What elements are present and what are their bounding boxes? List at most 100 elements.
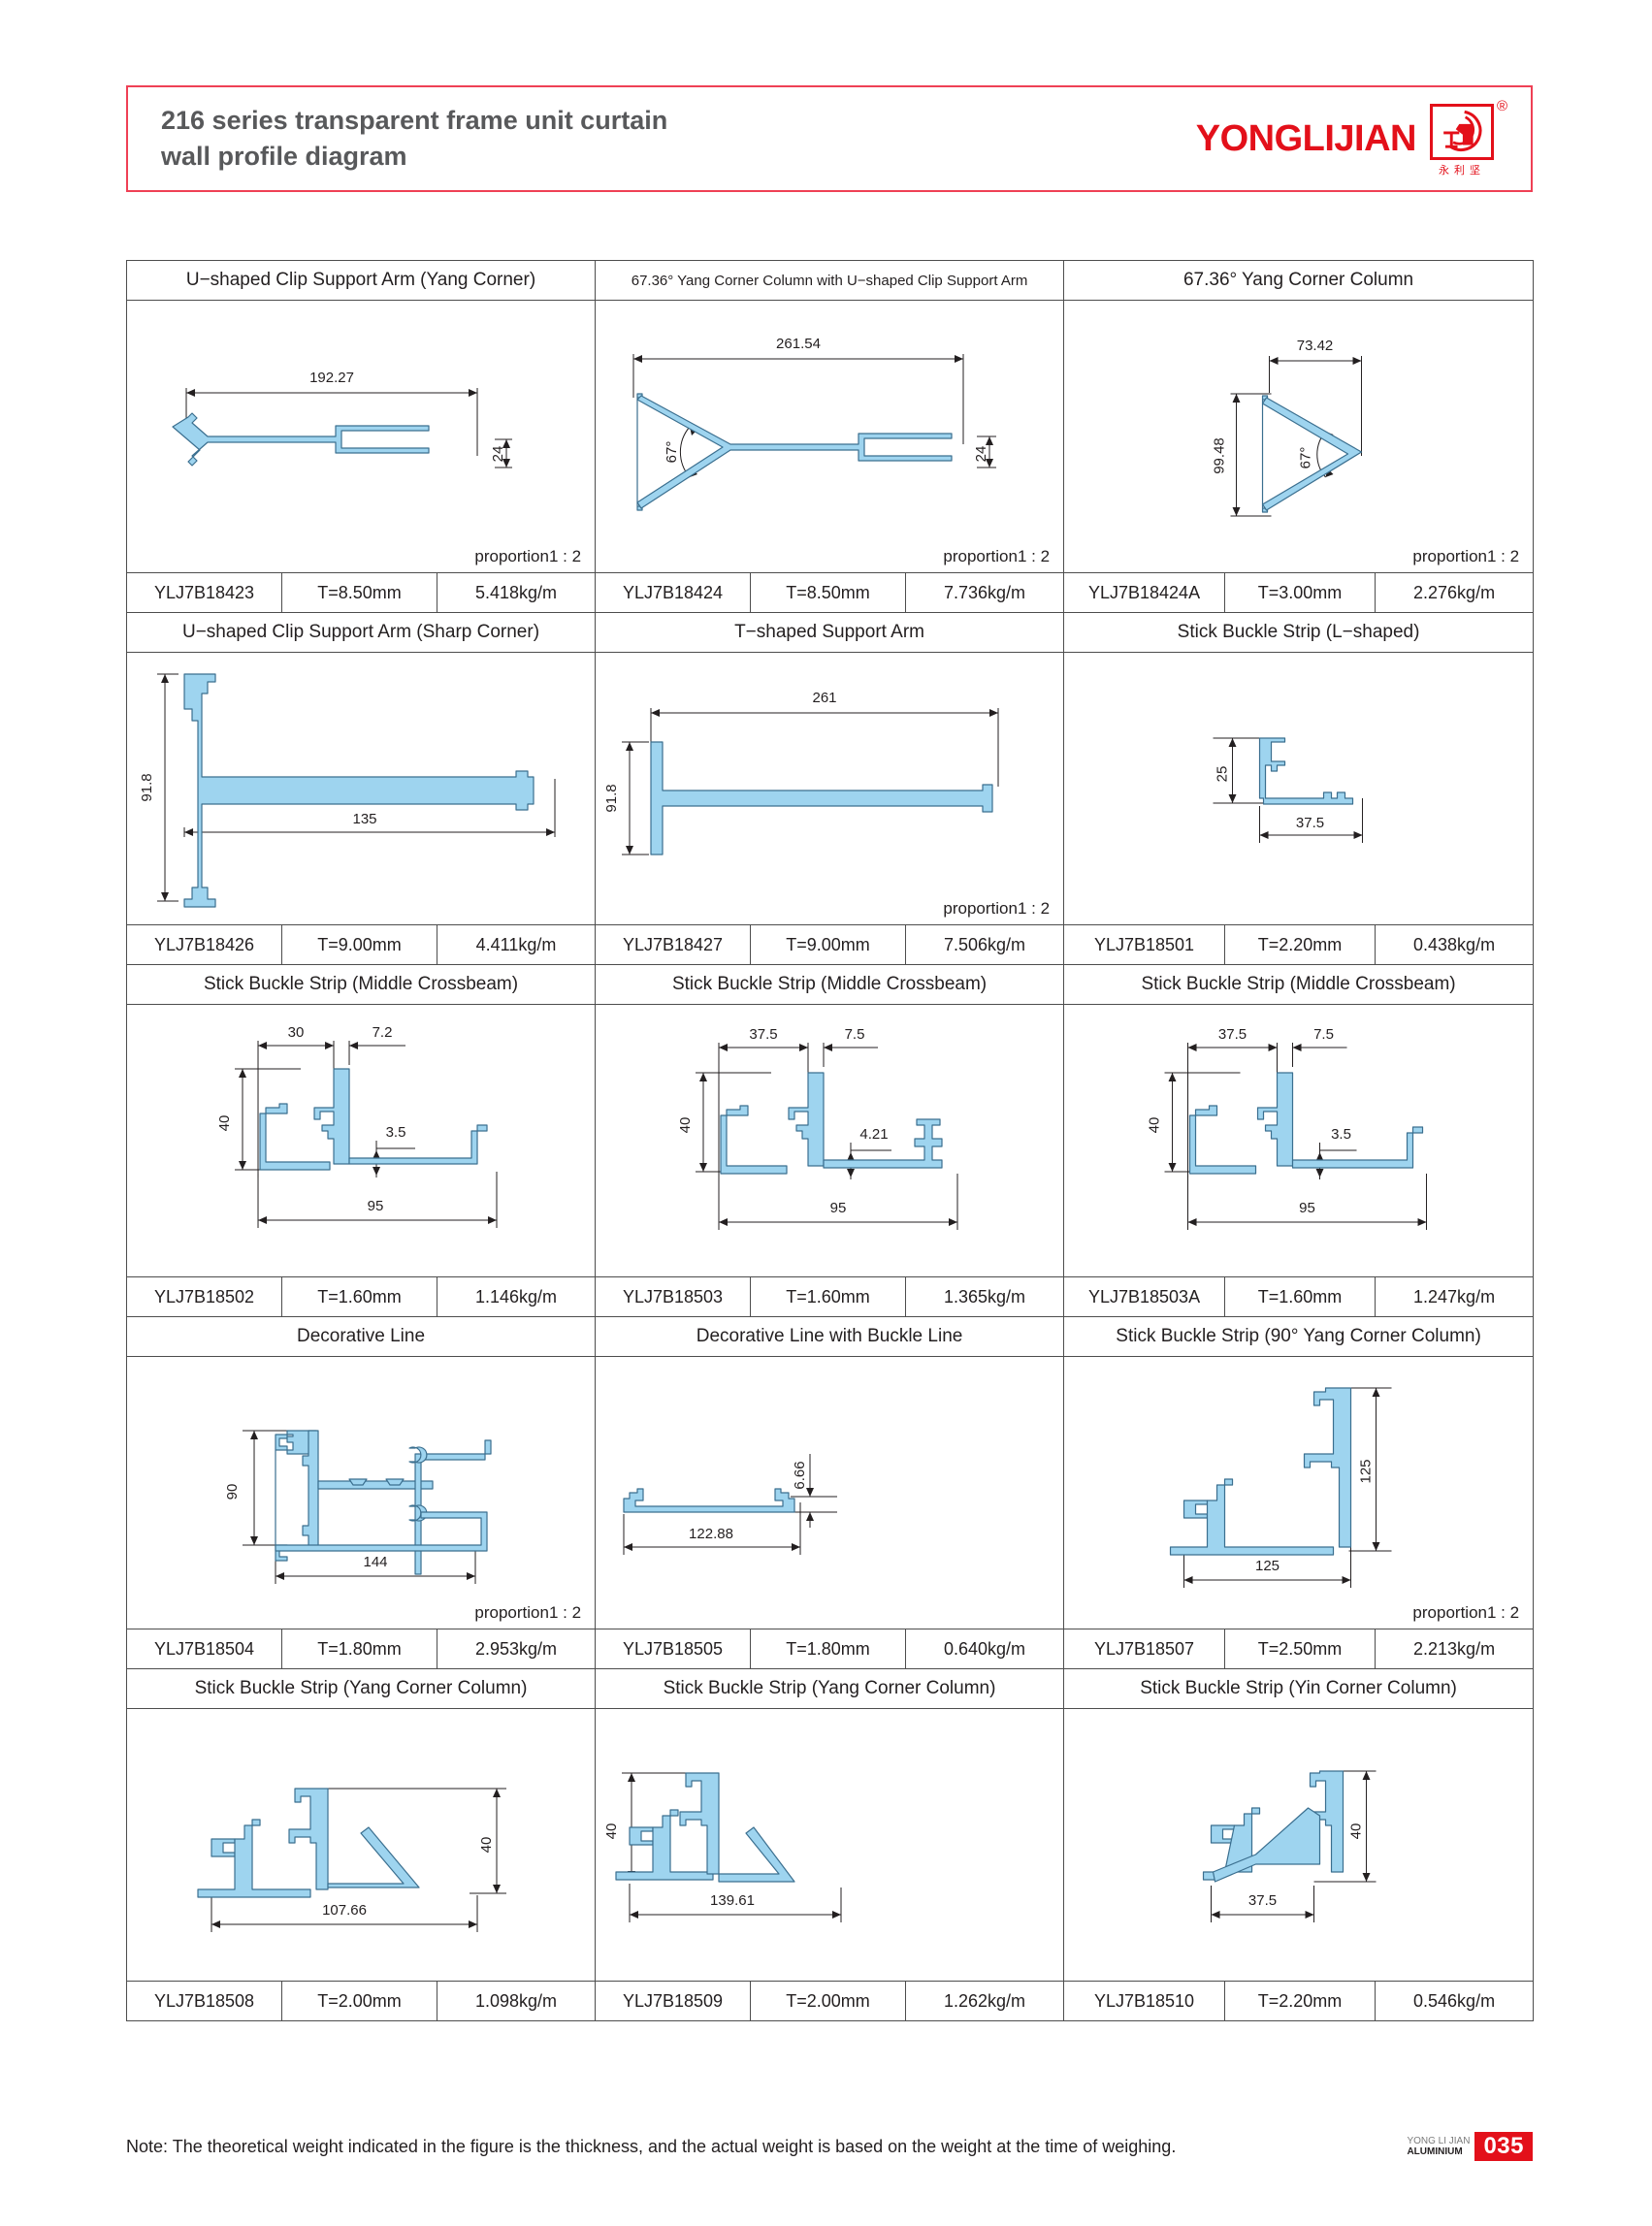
profile-caption: Decorative Line (125, 1316, 597, 1357)
profile-code: YLJ7B18509 (595, 1981, 752, 2021)
proportion-label: proportion1 : 2 (474, 1603, 582, 1622)
dim-label: 37.5 (749, 1026, 777, 1043)
dim-label: 24 (490, 446, 506, 463)
profile-weight: 0.546kg/m (1375, 1981, 1535, 2021)
profile-thickness: T=2.50mm (1224, 1629, 1377, 1669)
profile-weight: 0.438kg/m (1375, 924, 1535, 965)
profile-figure-cell: 192.27 24 proportion1 : 2 (125, 300, 597, 573)
profile-thickness: T=1.80mm (750, 1629, 907, 1669)
profile-thickness: T=8.50mm (281, 572, 437, 613)
drawing-stick-buckle-l-shaped: 25 37.5 (1064, 653, 1533, 924)
dim-label: 67° (1298, 447, 1314, 469)
profile-weight: 7.506kg/m (905, 924, 1065, 965)
drawing-stick-buckle-middle-crossbeam-c: 37.5 7.5 40 3.5 95 (1064, 1005, 1533, 1276)
profile-weight: 7.736kg/m (905, 572, 1065, 613)
profile-figure-cell: 40 37.5 (1063, 1708, 1535, 1982)
caption-row: U−shaped Clip Support Arm (Sharp Corner)… (125, 612, 1535, 653)
profile-figure-cell: 37.5 7.5 40 4.21 95 (595, 1004, 1065, 1277)
dim-label: 95 (368, 1198, 384, 1214)
profile-code: YLJ7B18424 (595, 572, 752, 613)
profile-figure-cell: 6.66 122.88 (595, 1356, 1065, 1629)
profile-code: YLJ7B18510 (1063, 1981, 1226, 2021)
proportion-label: proportion1 : 2 (1412, 547, 1520, 565)
profile-caption: U−shaped Clip Support Arm (Yang Corner) (125, 260, 597, 301)
spec-row: YLJ7B18423 T=8.50mm 5.418kg/m YLJ7B18424… (126, 572, 1535, 613)
proportion-label: proportion1 : 2 (1412, 1603, 1520, 1622)
profile-caption: 67.36° Yang Corner Column (1063, 260, 1535, 301)
drawing-stick-buckle-yin-corner: 40 37.5 (1064, 1709, 1533, 1981)
profile-code: YLJ7B18426 (126, 924, 282, 965)
page-tag-line2: ALUMINIUM (1407, 2146, 1463, 2157)
profile-caption: 67.36° Yang Corner Column with U−shaped … (595, 260, 1065, 301)
drawing-decorative-line: 90 144 (127, 1357, 595, 1629)
dim-label: 261.54 (776, 336, 821, 352)
drawing-stick-buckle-yang-corner-b: 40 139.61 (596, 1709, 1063, 1981)
drawing-stick-buckle-yang-corner-a: 40 107.66 (127, 1709, 595, 1981)
dim-label: 73.42 (1297, 338, 1334, 354)
drawing-stick-buckle-90-yang-corner: 125 125 (1064, 1357, 1533, 1629)
dim-label: 125 (1358, 1459, 1375, 1483)
dim-label: 7.5 (845, 1026, 865, 1043)
spec-row: YLJ7B18508 T=2.00mm 1.098kg/m YLJ7B18509… (126, 1981, 1535, 2021)
profile-code: YLJ7B18502 (126, 1276, 282, 1317)
figure-row: 91.8 135 (125, 652, 1535, 925)
brand-logo: YONGLIJIAN ® 永利坚 (1196, 98, 1531, 179)
profile-thickness: T=2.00mm (281, 1981, 437, 2021)
dim-label: 91.8 (603, 784, 620, 812)
proportion-label: proportion1 : 2 (943, 547, 1051, 565)
page-number: 035 (1474, 2132, 1533, 2161)
profile-figure-cell: 91.8 135 (125, 652, 597, 925)
dim-label: 30 (288, 1024, 305, 1041)
profile-thickness: T=2.20mm (1224, 924, 1377, 965)
dim-label: 95 (1299, 1200, 1315, 1216)
profile-code: YLJ7B18507 (1063, 1629, 1226, 1669)
profile-caption: Stick Buckle Strip (90° Yang Corner Colu… (1063, 1316, 1535, 1357)
dim-label: 37.5 (1248, 1892, 1277, 1909)
profile-weight: 1.247kg/m (1375, 1276, 1535, 1317)
dim-label: 40 (216, 1115, 233, 1132)
profile-weight: 1.365kg/m (905, 1276, 1065, 1317)
profile-weight: 1.098kg/m (436, 1981, 597, 2021)
caption-row: U−shaped Clip Support Arm (Yang Corner) … (125, 260, 1535, 301)
dim-label: 37.5 (1296, 815, 1324, 831)
profile-figure-cell: 30 7.2 40 3.5 95 (125, 1004, 597, 1277)
page-header: 216 series transparent frame unit curtai… (126, 85, 1533, 192)
profile-code: YLJ7B18505 (595, 1629, 752, 1669)
dim-label: 40 (1348, 1823, 1365, 1840)
caption-row: Stick Buckle Strip (Yang Corner Column) … (125, 1668, 1535, 1709)
profile-code: YLJ7B18503A (1063, 1276, 1226, 1317)
profile-thickness: T=2.00mm (750, 1981, 907, 2021)
drawing-stick-buckle-middle-crossbeam-a: 30 7.2 40 3.5 95 (127, 1005, 595, 1276)
proportion-label: proportion1 : 2 (474, 547, 582, 565)
page-tag-line1: YONG LI JIAN (1407, 2135, 1471, 2146)
dim-label: 67° (664, 441, 680, 464)
profile-code: YLJ7B18427 (595, 924, 752, 965)
profile-thickness: T=1.60mm (750, 1276, 907, 1317)
profile-code: YLJ7B18503 (595, 1276, 752, 1317)
dim-label: 7.5 (1313, 1026, 1334, 1043)
figure-row: 90 144 proportion1 : 2 (125, 1356, 1535, 1629)
profile-figure-cell: 25 37.5 (1063, 652, 1535, 925)
dim-label: 261 (813, 690, 837, 706)
profile-code: YLJ7B18501 (1063, 924, 1226, 965)
profile-weight: 4.411kg/m (436, 924, 597, 965)
dim-label: 122.88 (689, 1526, 733, 1542)
profile-caption: Stick Buckle Strip (L−shaped) (1063, 612, 1535, 653)
dim-label: 3.5 (386, 1124, 406, 1141)
profile-figure-cell: 90 144 proportion1 : 2 (125, 1356, 597, 1629)
profile-code: YLJ7B18423 (126, 572, 282, 613)
drawing-stick-buckle-middle-crossbeam-b: 37.5 7.5 40 4.21 95 (596, 1005, 1063, 1276)
eagle-logo-icon (1443, 110, 1482, 152)
figure-row: 30 7.2 40 3.5 95 (125, 1004, 1535, 1277)
spec-row: YLJ7B18504 T=1.80mm 2.953kg/m YLJ7B18505… (126, 1629, 1535, 1669)
profile-figure-cell: 125 125 proportion1 : 2 (1063, 1356, 1535, 1629)
profile-thickness: T=9.00mm (281, 924, 437, 965)
spec-row: YLJ7B18426 T=9.00mm 4.411kg/m YLJ7B18427… (126, 924, 1535, 965)
profile-thickness: T=8.50mm (750, 572, 907, 613)
dim-label: 3.5 (1331, 1126, 1351, 1143)
caption-row: Stick Buckle Strip (Middle Crossbeam) St… (125, 964, 1535, 1005)
dim-label: 144 (364, 1554, 388, 1570)
page-title-line2: wall profile diagram (161, 142, 407, 171)
drawing-t-shaped-support-arm: 261 91.8 (596, 653, 1063, 924)
